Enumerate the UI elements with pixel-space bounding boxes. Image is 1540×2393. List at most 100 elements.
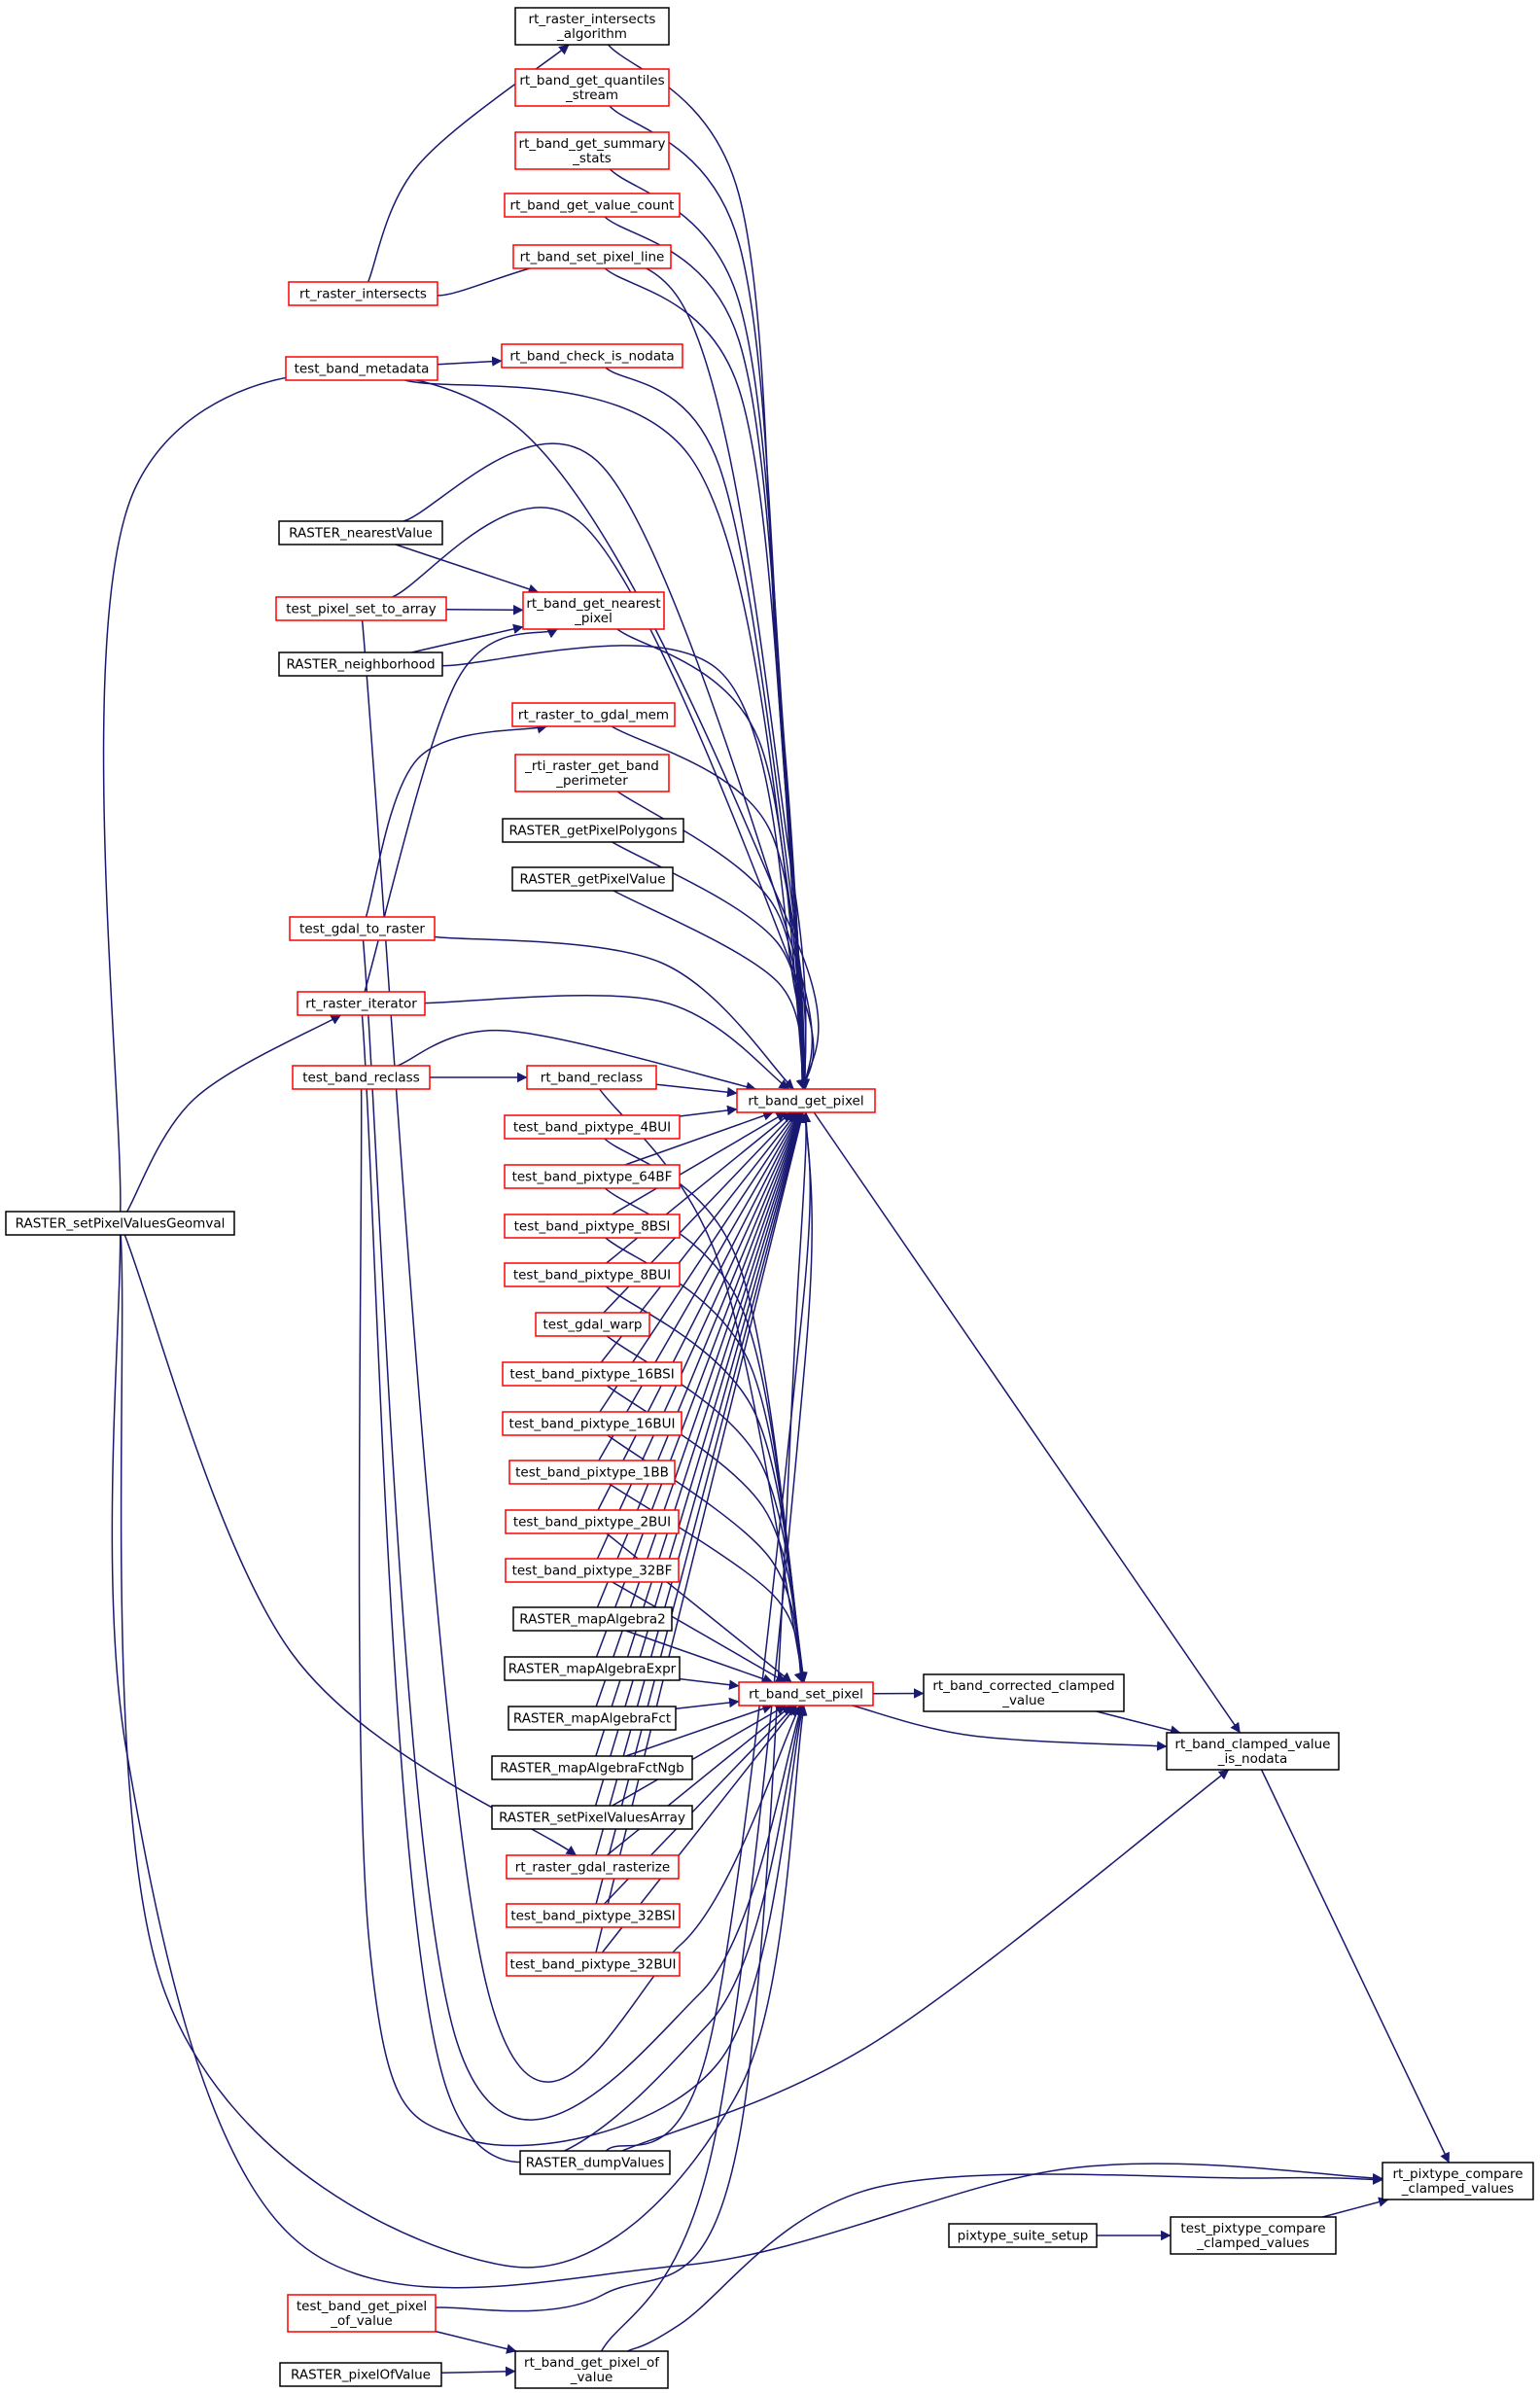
node-test-band-metadata[interactable]: test_band_metadata xyxy=(285,356,438,381)
node-rt-raster-intersects-algorithm[interactable]: rt_raster_intersects_algorithm xyxy=(514,7,670,46)
node-rt-raster-to-gdal-mem[interactable]: rt_raster_to_gdal_mem xyxy=(511,702,676,727)
node-box[interactable] xyxy=(502,818,684,843)
node-box[interactable] xyxy=(511,702,676,727)
node-box[interactable] xyxy=(506,1952,681,1977)
node-box[interactable] xyxy=(297,991,426,1016)
node-rt-raster-intersects[interactable]: rt_raster_intersects xyxy=(288,281,438,306)
node-box[interactable] xyxy=(512,244,672,269)
node-RASTER-mapAlgebraFctNgb[interactable]: RASTER_mapAlgebraFctNgb xyxy=(491,1755,693,1780)
node-box[interactable] xyxy=(504,1262,681,1287)
node-box[interactable] xyxy=(508,1706,677,1731)
node-box[interactable] xyxy=(505,1509,680,1534)
node--rti-raster-get-band-perimeter[interactable]: _rti_raster_get_band_perimeter xyxy=(514,754,670,792)
node-box[interactable] xyxy=(1170,2216,1337,2255)
node-box[interactable] xyxy=(519,2150,671,2175)
node-box[interactable] xyxy=(535,1312,650,1337)
node-box[interactable] xyxy=(504,1164,681,1189)
node-RASTER-mapAlgebraFct[interactable]: RASTER_mapAlgebraFct xyxy=(508,1706,677,1731)
node-rt-raster-iterator[interactable]: rt_raster_iterator xyxy=(297,991,426,1016)
node-test-band-pixtype-32BF[interactable]: test_band_pixtype_32BF xyxy=(505,1558,680,1583)
node-box[interactable] xyxy=(287,2294,437,2333)
node-rt-band-get-pixel-of-value[interactable]: rt_band_get_pixel_of_value xyxy=(514,2350,669,2389)
node-rt-band-get-pixel[interactable]: rt_band_get_pixel xyxy=(736,1088,876,1113)
node-test-band-pixtype-8BUI[interactable]: test_band_pixtype_8BUI xyxy=(504,1262,681,1287)
node-box[interactable] xyxy=(289,916,436,941)
node-test-gdal-warp[interactable]: test_gdal_warp xyxy=(535,1312,650,1337)
node-rt-band-reclass[interactable]: rt_band_reclass xyxy=(526,1065,657,1090)
node-test-band-pixtype-8BSI[interactable]: test_band_pixtype_8BSI xyxy=(504,1214,681,1239)
node-box[interactable] xyxy=(502,1361,682,1387)
node-box[interactable] xyxy=(514,754,670,792)
node-rt-band-set-pixel-line[interactable]: rt_band_set_pixel_line xyxy=(512,244,672,269)
node-box[interactable] xyxy=(278,651,443,677)
node-RASTER-neighborhood[interactable]: RASTER_neighborhood xyxy=(278,651,443,677)
node-box[interactable] xyxy=(514,7,670,46)
node-RASTER-pixelOfValue[interactable]: RASTER_pixelOfValue xyxy=(279,2362,442,2387)
node-rt-band-corrected-clamped-value[interactable]: rt_band_corrected_clamped_value xyxy=(923,1673,1125,1712)
node-rt-band-get-nearest-pixel[interactable]: rt_band_get_nearest_pixel xyxy=(522,591,665,630)
node-box[interactable] xyxy=(526,1065,657,1090)
node-test-band-pixtype-2BUI[interactable]: test_band_pixtype_2BUI xyxy=(505,1509,680,1534)
node-test-pixel-set-to-array[interactable]: test_pixel_set_to_array xyxy=(275,596,447,621)
node-pixtype-suite-setup[interactable]: pixtype_suite_setup xyxy=(948,2223,1098,2248)
node-rt-band-check-is-nodata[interactable]: rt_band_check_is_nodata xyxy=(501,343,683,369)
node-box[interactable] xyxy=(504,1214,681,1239)
node-box[interactable] xyxy=(288,281,438,306)
node-box[interactable] xyxy=(508,1460,676,1485)
node-box[interactable] xyxy=(278,520,443,545)
node-RASTER-setPixelValuesArray[interactable]: RASTER_setPixelValuesArray xyxy=(491,1805,693,1830)
node-RASTER-nearestValue[interactable]: RASTER_nearestValue xyxy=(278,520,443,545)
node-box[interactable] xyxy=(502,1411,682,1436)
node-box[interactable] xyxy=(504,1114,681,1140)
node-RASTER-mapAlgebraExpr[interactable]: RASTER_mapAlgebraExpr xyxy=(504,1656,681,1681)
node-box[interactable] xyxy=(491,1755,693,1780)
node-box[interactable] xyxy=(512,1606,673,1632)
node-RASTER-getPixelValue[interactable]: RASTER_getPixelValue xyxy=(511,866,674,892)
node-test-gdal-to-raster[interactable]: test_gdal_to_raster xyxy=(289,916,436,941)
node-box[interactable] xyxy=(736,1088,876,1113)
node-box[interactable] xyxy=(506,1903,681,1928)
node-box[interactable] xyxy=(292,1065,431,1090)
node-rt-pixtype-compare-clamped-values[interactable]: rt_pixtype_compare_clamped_values xyxy=(1382,2162,1534,2200)
node-box[interactable] xyxy=(5,1211,235,1236)
node-box[interactable] xyxy=(923,1673,1125,1712)
node-box[interactable] xyxy=(501,343,683,369)
node-box[interactable] xyxy=(522,591,665,630)
node-box[interactable] xyxy=(491,1805,693,1830)
node-rt-band-set-pixel[interactable]: rt_band_set_pixel xyxy=(738,1681,874,1707)
node-box[interactable] xyxy=(505,1558,680,1583)
node-rt-band-get-quantiles-stream[interactable]: rt_band_get_quantiles_stream xyxy=(514,68,670,107)
node-box[interactable] xyxy=(1166,1732,1340,1771)
node-rt-band-clamped-value-is-nodata[interactable]: rt_band_clamped_value_is_nodata xyxy=(1166,1732,1340,1771)
node-test-band-pixtype-16BSI[interactable]: test_band_pixtype_16BSI xyxy=(502,1361,682,1387)
node-box[interactable] xyxy=(514,2350,669,2389)
node-test-band-reclass[interactable]: test_band_reclass xyxy=(292,1065,431,1090)
node-RASTER-setPixelValuesGeomval[interactable]: RASTER_setPixelValuesGeomval xyxy=(5,1211,235,1236)
node-test-pixtype-compare-clamped-values[interactable]: test_pixtype_compare_clamped_values xyxy=(1170,2216,1337,2255)
node-box[interactable] xyxy=(504,1656,681,1681)
node-box[interactable] xyxy=(504,193,681,218)
node-test-band-pixtype-16BUI[interactable]: test_band_pixtype_16BUI xyxy=(502,1411,682,1436)
node-box[interactable] xyxy=(279,2362,442,2387)
node-test-band-pixtype-4BUI[interactable]: test_band_pixtype_4BUI xyxy=(504,1114,681,1140)
node-box[interactable] xyxy=(506,1854,680,1880)
node-rt-band-get-summary-stats[interactable]: rt_band_get_summary_stats xyxy=(514,131,670,170)
node-RASTER-getPixelPolygons[interactable]: RASTER_getPixelPolygons xyxy=(502,818,684,843)
node-test-band-get-pixel-of-value[interactable]: test_band_get_pixel_of_value xyxy=(287,2294,437,2333)
node-box[interactable] xyxy=(511,866,674,892)
node-test-band-pixtype-32BSI[interactable]: test_band_pixtype_32BSI xyxy=(506,1903,681,1928)
node-RASTER-mapAlgebra2[interactable]: RASTER_mapAlgebra2 xyxy=(512,1606,673,1632)
node-box[interactable] xyxy=(285,356,438,381)
node-box[interactable] xyxy=(514,131,670,170)
node-box[interactable] xyxy=(275,596,447,621)
node-test-band-pixtype-64BF[interactable]: test_band_pixtype_64BF xyxy=(504,1164,681,1189)
node-rt-raster-gdal-rasterize[interactable]: rt_raster_gdal_rasterize xyxy=(506,1854,680,1880)
node-test-band-pixtype-32BUI[interactable]: test_band_pixtype_32BUI xyxy=(506,1952,681,1977)
node-box[interactable] xyxy=(948,2223,1098,2248)
node-rt-band-get-value-count[interactable]: rt_band_get_value_count xyxy=(504,193,681,218)
node-test-band-pixtype-1BB[interactable]: test_band_pixtype_1BB xyxy=(508,1460,676,1485)
node-box[interactable] xyxy=(514,68,670,107)
node-box[interactable] xyxy=(738,1681,874,1707)
node-RASTER-dumpValues[interactable]: RASTER_dumpValues xyxy=(519,2150,671,2175)
node-box[interactable] xyxy=(1382,2162,1534,2200)
